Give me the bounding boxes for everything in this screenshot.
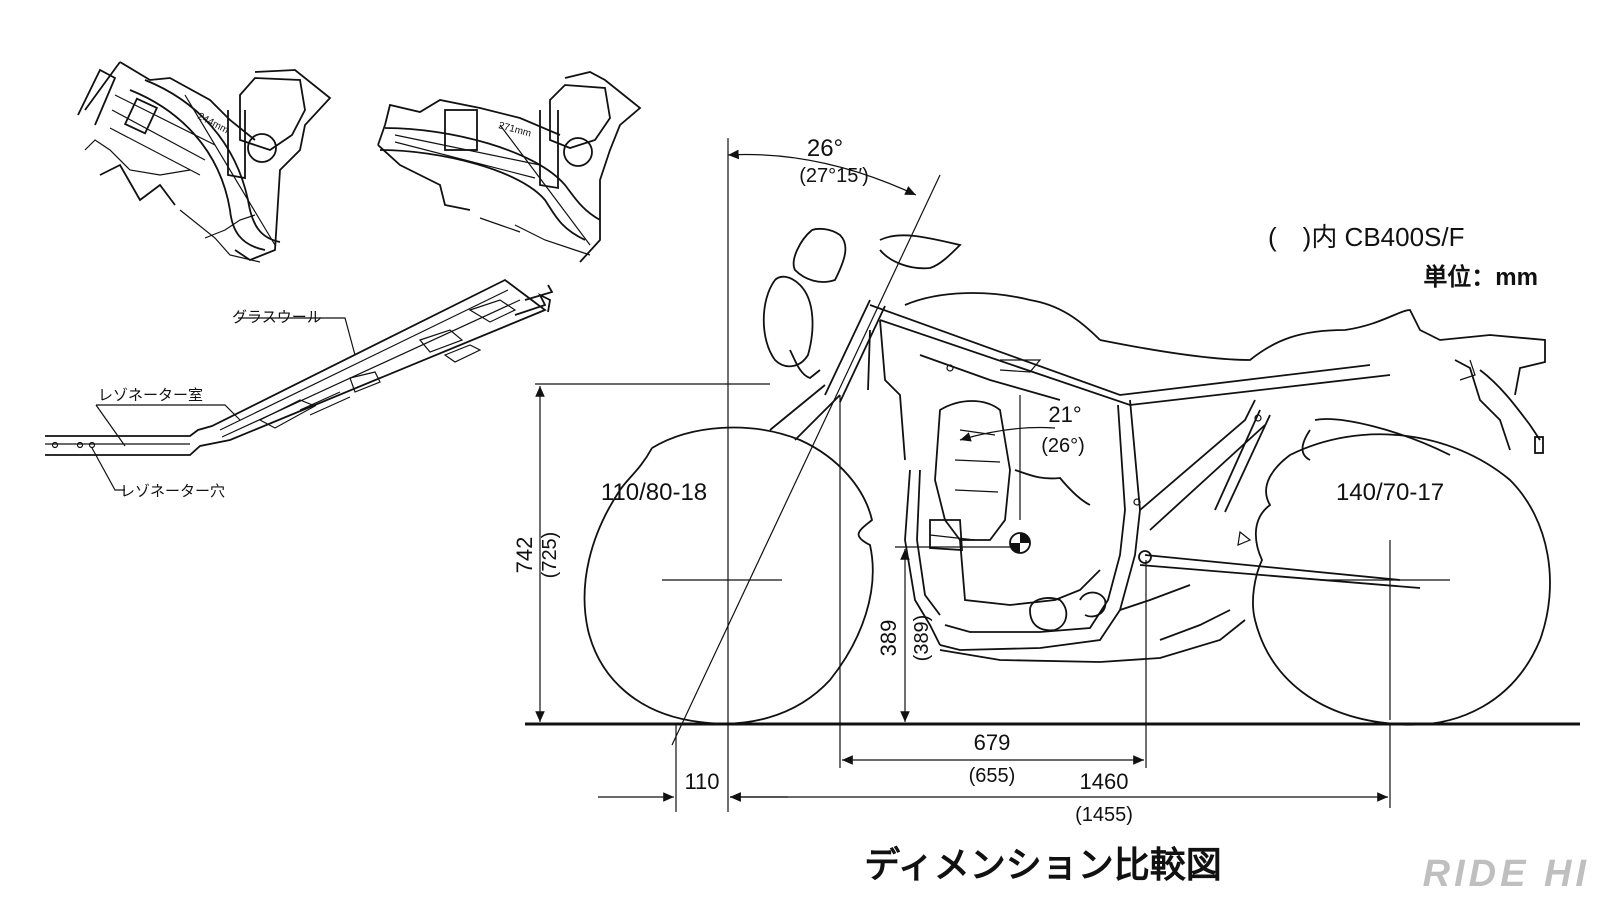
engine-right-length: 271mm — [497, 120, 532, 139]
frame-angle-ref: (26°) — [1041, 435, 1085, 457]
legend-unit: 単位：mm — [1423, 263, 1538, 291]
dimension-annotations: 26° (27°15′) 21° (26°) 110/80-18 140/70-… — [512, 135, 1444, 826]
label-glass-wool: グラスウール — [232, 309, 322, 326]
label-resonator-hole: レゾネーター穴 — [120, 483, 225, 500]
label-resonator-chamber: レゾネーター室 — [98, 387, 203, 404]
pivot-height-ref: (389) — [911, 615, 933, 662]
wheelbase: 1460 — [1080, 769, 1129, 794]
brand-logo: RIDE HI — [1423, 853, 1590, 895]
pivot-length-ref: (655) — [969, 765, 1016, 787]
axle-height: 742 — [512, 537, 537, 574]
pivot-height: 389 — [876, 620, 901, 657]
wheelbase-ref: (1455) — [1075, 804, 1133, 826]
trail: 110 — [684, 769, 719, 794]
frame-angle: 21° — [1048, 402, 1081, 427]
diagram-caption: ディメンション比較図 — [864, 844, 1221, 885]
rear-tire-size: 140/70-17 — [1336, 479, 1444, 506]
front-tire-size: 110/80-18 — [601, 479, 707, 506]
steering-axis — [671, 174, 941, 746]
legend-paren-note: ( )内 CB400S/F — [1268, 222, 1465, 252]
caster-arc — [727, 149, 917, 196]
motorcycle-outline — [525, 227, 1580, 726]
pivot-length: 679 — [974, 730, 1011, 755]
swingarm-pivot — [1138, 550, 1152, 564]
engine-cutaway-right: 271mm — [377, 71, 642, 263]
engine-cutaway-left: 244mm — [77, 61, 332, 263]
axle-height-ref: (725) — [539, 532, 561, 579]
caster-angle-ref: (27°15′) — [799, 165, 869, 187]
muffler-cutaway: グラスウール レゾネーター室 レゾネーター穴 — [45, 278, 554, 500]
caster-angle: 26° — [807, 135, 843, 162]
